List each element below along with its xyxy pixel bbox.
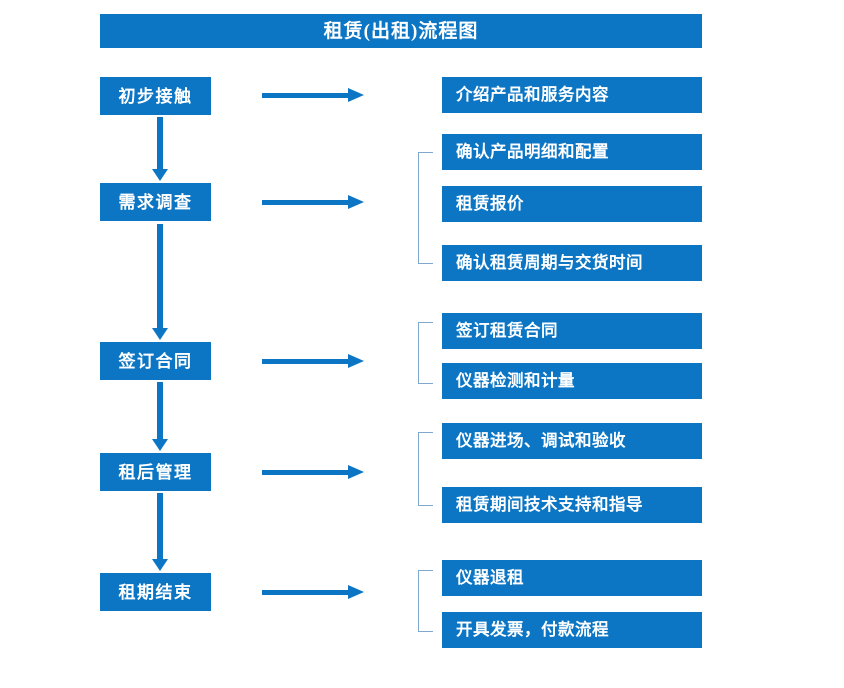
stage-box-4[interactable]: 租后管理 [100,453,211,491]
chart-title: 租赁(出租)流程图 [323,20,479,42]
right-arrow-icon-3 [262,354,364,368]
right-arrow-icon-5 [262,585,364,599]
stage-label-5: 租期结束 [118,582,193,602]
stage-box-1[interactable]: 初步接触 [100,77,211,115]
group-bracket-1 [418,152,433,264]
stage-box-2[interactable]: 需求调查 [100,183,211,221]
stage-label-3: 签订合同 [118,351,193,371]
group-bracket-4 [418,570,433,632]
detail-label-10: 开具发票，付款流程 [456,619,609,639]
detail-box-2[interactable]: 确认产品明细和配置 [442,134,702,170]
group-bracket-3 [418,432,433,506]
detail-label-3: 租赁报价 [456,193,524,213]
stage-box-3[interactable]: 签订合同 [100,342,211,380]
right-arrow-icon-2 [262,195,364,209]
detail-label-2: 确认产品明细和配置 [456,141,609,161]
stage-label-4: 租后管理 [118,462,193,482]
down-arrow-icon-3 [152,382,168,451]
stage-box-5[interactable]: 租期结束 [100,573,211,611]
down-arrow-icon-1 [152,117,168,181]
detail-label-6: 仪器检测和计量 [456,370,575,390]
stage-label-2: 需求调查 [118,192,193,212]
detail-box-4[interactable]: 确认租赁周期与交货时间 [442,245,702,281]
detail-box-6[interactable]: 仪器检测和计量 [442,363,702,399]
right-arrow-icon-1 [262,88,364,102]
detail-box-3[interactable]: 租赁报价 [442,186,702,222]
detail-label-8: 租赁期间技术支持和指导 [456,494,643,514]
stage-label-1: 初步接触 [118,86,193,106]
detail-box-10[interactable]: 开具发票，付款流程 [442,612,702,648]
detail-label-7: 仪器进场、调试和验收 [456,430,626,450]
right-arrow-icon-4 [262,465,364,479]
down-arrow-icon-2 [152,224,168,340]
detail-box-7[interactable]: 仪器进场、调试和验收 [442,423,702,459]
detail-box-1[interactable]: 介绍产品和服务内容 [442,77,702,113]
chart-title-bar: 租赁(出租)流程图 [100,14,702,48]
down-arrow-icon-4 [152,493,168,571]
group-bracket-2 [418,322,433,384]
detail-label-4: 确认租赁周期与交货时间 [456,252,643,272]
detail-box-8[interactable]: 租赁期间技术支持和指导 [442,487,702,523]
detail-box-9[interactable]: 仪器退租 [442,560,702,596]
detail-label-1: 介绍产品和服务内容 [456,84,609,104]
detail-box-5[interactable]: 签订租赁合同 [442,313,702,349]
detail-label-9: 仪器退租 [456,567,524,587]
detail-label-5: 签订租赁合同 [456,320,558,340]
